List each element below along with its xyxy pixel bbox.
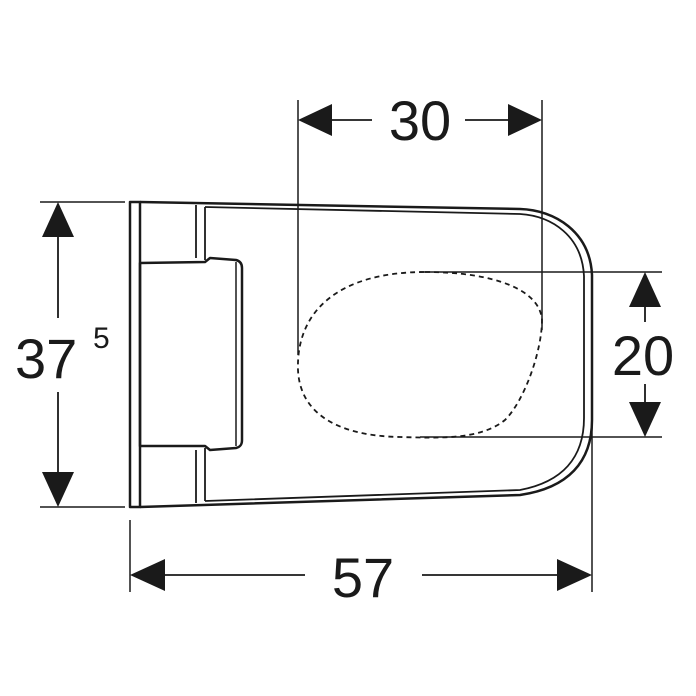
back-plate <box>128 200 142 509</box>
hinge-block <box>138 256 244 452</box>
dimension-label-37: 37 <box>15 327 77 390</box>
dimension-37-5: 37 5 <box>15 202 110 507</box>
arrow-up-icon <box>629 272 661 307</box>
dimension-20: 20 <box>612 272 674 437</box>
arrow-down-icon <box>42 472 74 507</box>
bowl-opening-dashed <box>297 271 543 439</box>
dimension-label-57: 57 <box>332 546 394 609</box>
seat-inner-edge <box>204 206 585 502</box>
arrow-left-icon <box>298 104 332 136</box>
bowl-outer-edge <box>139 200 594 509</box>
extension-lines <box>40 100 662 592</box>
arrow-right-icon <box>557 559 592 591</box>
dimension-label-30: 30 <box>389 89 451 152</box>
dimension-30: 30 <box>298 89 542 152</box>
dimension-label-20: 20 <box>612 324 674 387</box>
dimension-57: 57 <box>130 546 592 609</box>
dimension-label-37-superscript: 5 <box>93 322 110 355</box>
arrow-right-icon <box>508 104 542 136</box>
arrow-down-icon <box>629 402 661 437</box>
toilet-outline <box>128 200 594 509</box>
arrow-up-icon <box>42 202 74 237</box>
arrow-left-icon <box>130 559 165 591</box>
